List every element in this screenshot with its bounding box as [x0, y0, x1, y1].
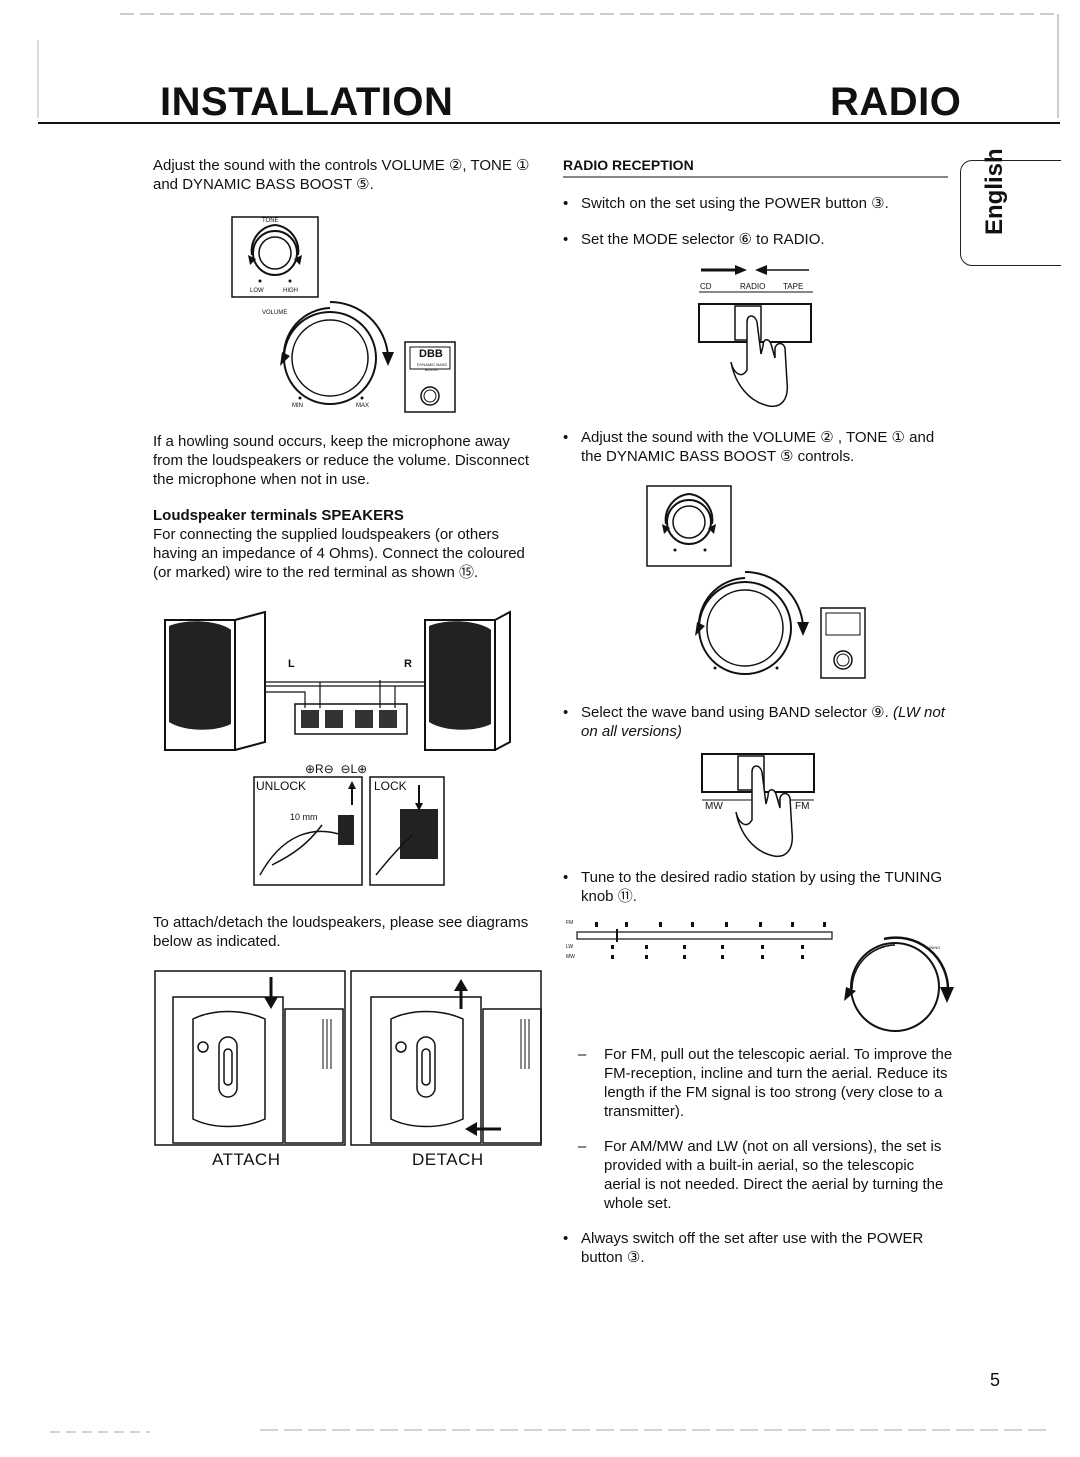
heading-rule [563, 176, 948, 178]
bullet-power-on: •Switch on the set using the POWER butto… [563, 194, 953, 213]
scale-fm-label: FM [566, 920, 574, 926]
band-fm-label: FM [795, 801, 810, 812]
mm-label: 10 mm [290, 812, 318, 822]
volume-knob-figure-2 [695, 570, 866, 679]
dash-am-aerial: –For AM/MW and LW (not on all versions),… [578, 1137, 953, 1213]
terminals-text: For connecting the supplied loudspeakers… [153, 526, 525, 581]
scale-lw-label: LW [566, 944, 574, 950]
language-tab-label: English [981, 148, 1008, 235]
dash-fm-aerial-text: For FM, pull out the telescopic aerial. … [604, 1046, 953, 1120]
tuning-label: TUNING [925, 945, 941, 950]
band-selector-figure [701, 753, 815, 858]
tuning-knob-figure [844, 936, 954, 1032]
bullet-tuning: •Tune to the desired radio station by us… [563, 868, 953, 906]
bullet-power-on-text: Switch on the set using the POWER button… [581, 195, 889, 212]
high-label: HIGH [283, 288, 298, 294]
mode-selector-figure [698, 265, 813, 408]
max-label: MAX [356, 403, 370, 409]
tone-label: TONE [262, 218, 279, 224]
dash-am-aerial-text: For AM/MW and LW (not on all versions), … [604, 1138, 944, 1212]
bullet-band-main: Select the wave band using BAND selector… [581, 704, 893, 721]
dash-fm-aerial: –For FM, pull out the telescopic aerial.… [578, 1046, 953, 1120]
tone-knob-figure [231, 216, 319, 298]
tuning-scale-figure [576, 922, 833, 959]
unlock-label: UNLOCK [256, 779, 307, 793]
unlock-lock-figure [253, 776, 445, 886]
dbb-label: DBB [419, 348, 443, 360]
mode-cd-label: CD [700, 282, 712, 291]
speaker-right-label: R [404, 658, 412, 670]
volume-knob-figure [280, 300, 456, 413]
bullet-mode-text: Set the MODE selector ⑥ to RADIO. [581, 231, 825, 248]
bullet-tuning-text: Tune to the desired radio station by usi… [581, 869, 943, 905]
bullet-band: •Select the wave band using BAND selecto… [563, 703, 953, 741]
tone-knob-figure-2 [646, 485, 732, 567]
dbb-sub-label: DYNAMIC BASS BOOST [416, 362, 448, 372]
page-title: INSTALLATION [160, 80, 454, 124]
bullet-switch-off-text: Always switch off the set after use with… [581, 1230, 924, 1266]
bullet-switch-off: •Always switch off the set after use wit… [563, 1229, 953, 1267]
band-mw-label: MW [705, 801, 723, 812]
language-tab: English [960, 148, 1061, 266]
min-label: MIN [292, 403, 303, 409]
bullet-band-text: Select the wave band using BAND selector… [563, 703, 953, 741]
radio-reception-heading: RADIO RECEPTION [563, 157, 694, 173]
bullet-mode: •Set the MODE selector ⑥ to RADIO. [563, 230, 953, 249]
mode-tape-label: TAPE [783, 282, 804, 291]
attach-text: To attach/detach the loudspeakers, pleas… [153, 914, 529, 950]
speakers-figure [164, 610, 511, 751]
detach-caption: DETACH [412, 1150, 484, 1169]
terminal-marks: ⊕R⊖ ⊖L⊕ [305, 762, 368, 776]
volume-label: VOLUME [262, 310, 288, 316]
speaker-left-label: L [288, 658, 295, 670]
attach-caption: ATTACH [212, 1150, 281, 1169]
attach-detach-figure [154, 970, 542, 1146]
top-frame [37, 13, 1060, 124]
low-label: LOW [250, 288, 264, 294]
terminals-heading: Loudspeaker terminals SPEAKERS [153, 507, 404, 524]
bullet-band-note: (LW not on all versions) [581, 704, 945, 740]
intro-text: Adjust the sound with the controls VOLUM… [153, 157, 530, 193]
bullet-adjust-sound: •Adjust the sound with the VOLUME ② , TO… [563, 428, 953, 466]
lock-label: LOCK [374, 779, 407, 793]
section-title: RADIO [830, 80, 962, 124]
bottom-rule [50, 1429, 1050, 1433]
howling-text: If a howling sound occurs, keep the micr… [153, 433, 530, 488]
page-number: 5 [990, 1370, 1001, 1390]
bullet-adjust-sound-text: Adjust the sound with the VOLUME ② , TON… [581, 429, 935, 465]
mode-radio-label: RADIO [740, 282, 766, 291]
scale-mw-label: MW [566, 954, 575, 960]
